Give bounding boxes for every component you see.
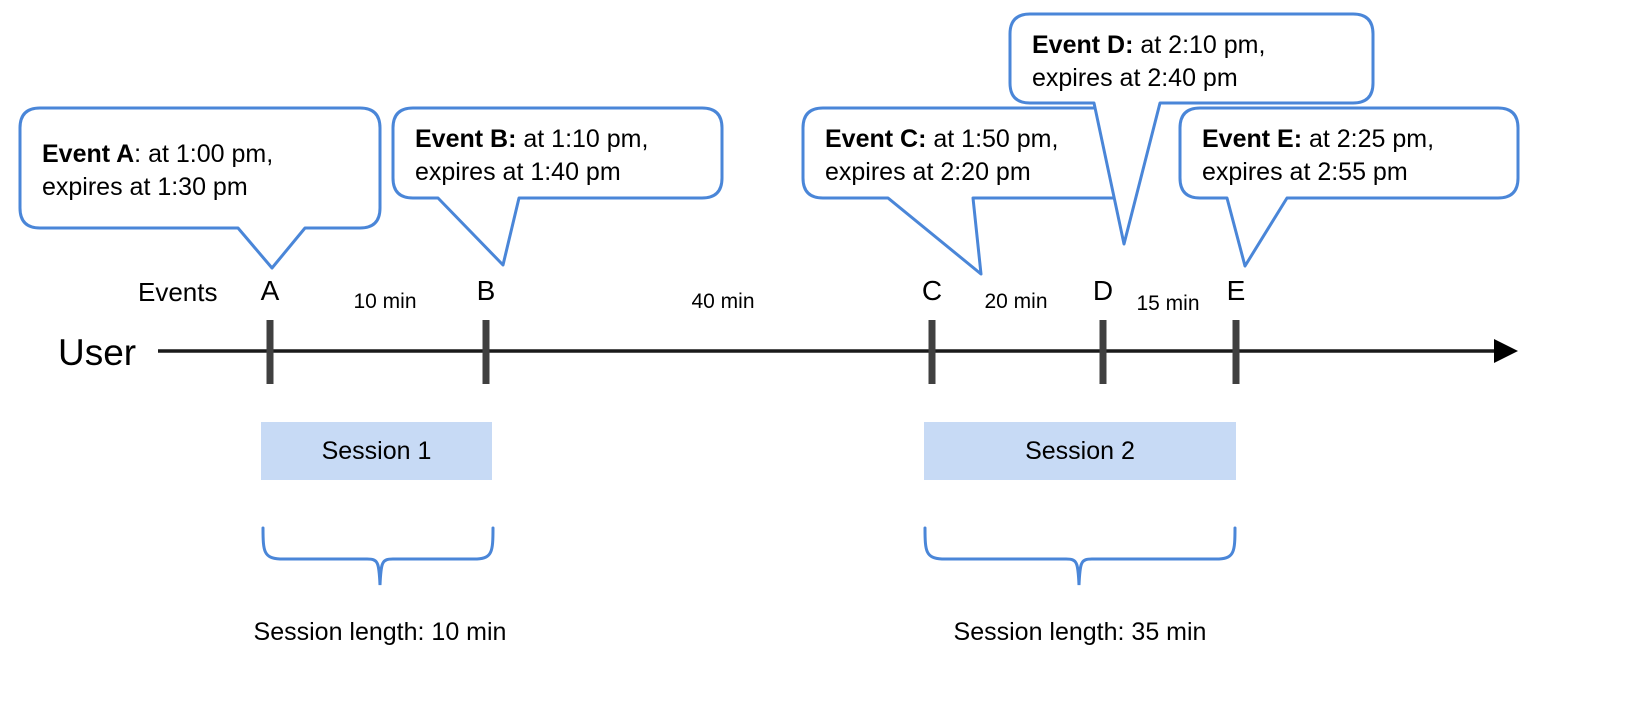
- session-1-length-label: Session length: 10 min: [253, 618, 507, 646]
- callout-B-expiry: expires at 1:40 pm: [415, 158, 621, 186]
- callout-D-title: Event D: [1032, 31, 1126, 59]
- callout-B[interactable]: Event B: at 1:10 pm, expires at 1:40 pm: [393, 108, 722, 198]
- callout-C-separator: :: [918, 125, 927, 153]
- callout-D-expiry: expires at 2:40 pm: [1032, 64, 1238, 92]
- session-2-length-label: Session length: 35 min: [953, 618, 1207, 646]
- interval-label-B-C: 40 min: [691, 290, 755, 313]
- tick-label-A: A: [260, 275, 280, 306]
- callout-B-separator: :: [508, 125, 517, 153]
- callout-B-shape: [391, 106, 724, 267]
- callout-C-title: Event C: [825, 125, 919, 153]
- interval-label-C-D: 20 min: [984, 290, 1048, 313]
- session-1-label[interactable]: Session 1: [321, 436, 432, 465]
- callout-A-title: Event A: [42, 140, 135, 168]
- callout-C[interactable]: Event C: at 1:50 pm, expires at 2:20 pm: [803, 108, 1133, 198]
- interval-label-A-B: 10 min: [353, 290, 417, 313]
- timeline-axis: [158, 339, 1518, 363]
- callout-E-expiry: expires at 2:55 pm: [1202, 158, 1408, 186]
- callout-D-time: at 2:10 pm,: [1140, 31, 1266, 59]
- callout-B-title: Event B: [415, 125, 509, 153]
- events-row-label: Events: [138, 277, 218, 307]
- tick-label-E: E: [1226, 275, 1246, 306]
- callout-D-shape: [1008, 12, 1375, 246]
- tick-marks: [266, 320, 1240, 384]
- callout-A-shape: [18, 106, 382, 270]
- callout-C-expiry: expires at 2:20 pm: [825, 158, 1031, 186]
- interval-label-D-E: 15 min: [1136, 292, 1200, 315]
- session-1-brace: [261, 526, 495, 586]
- callout-E[interactable]: Event E: at 2:25 pm, expires at 2:55 pm: [1180, 108, 1518, 198]
- axis-row-label-user: User: [58, 332, 137, 373]
- callout-A[interactable]: Event A: at 1:00 pm, expires at 1:30 pm: [20, 108, 380, 228]
- callout-E-title: Event E: [1202, 125, 1294, 153]
- session-2-rect: [924, 422, 1236, 480]
- tick-label-B: B: [476, 275, 496, 306]
- session-2-brace: [923, 526, 1237, 586]
- callout-D-separator: :: [1125, 31, 1134, 59]
- session-1-rect: [261, 422, 492, 480]
- callout-C-time: at 1:50 pm,: [933, 125, 1059, 153]
- callout-E-time: at 2:25 pm,: [1308, 125, 1435, 153]
- callout-E-shape: [1178, 106, 1520, 268]
- session-2-label[interactable]: Session 2: [1025, 436, 1135, 465]
- callout-A-time: at 1:00 pm,: [148, 140, 274, 168]
- callout-E-separator: :: [1293, 125, 1303, 153]
- callout-A-expiry: expires at 1:30 pm: [42, 173, 248, 201]
- callout-B-time: at 1:10 pm,: [523, 125, 649, 153]
- callout-D[interactable]: Event D: at 2:10 pm, expires at 2:40 pm: [1010, 14, 1373, 103]
- callout-A-separator: :: [134, 140, 142, 168]
- tick-label-C: C: [921, 275, 943, 306]
- tick-label-D: D: [1092, 275, 1114, 306]
